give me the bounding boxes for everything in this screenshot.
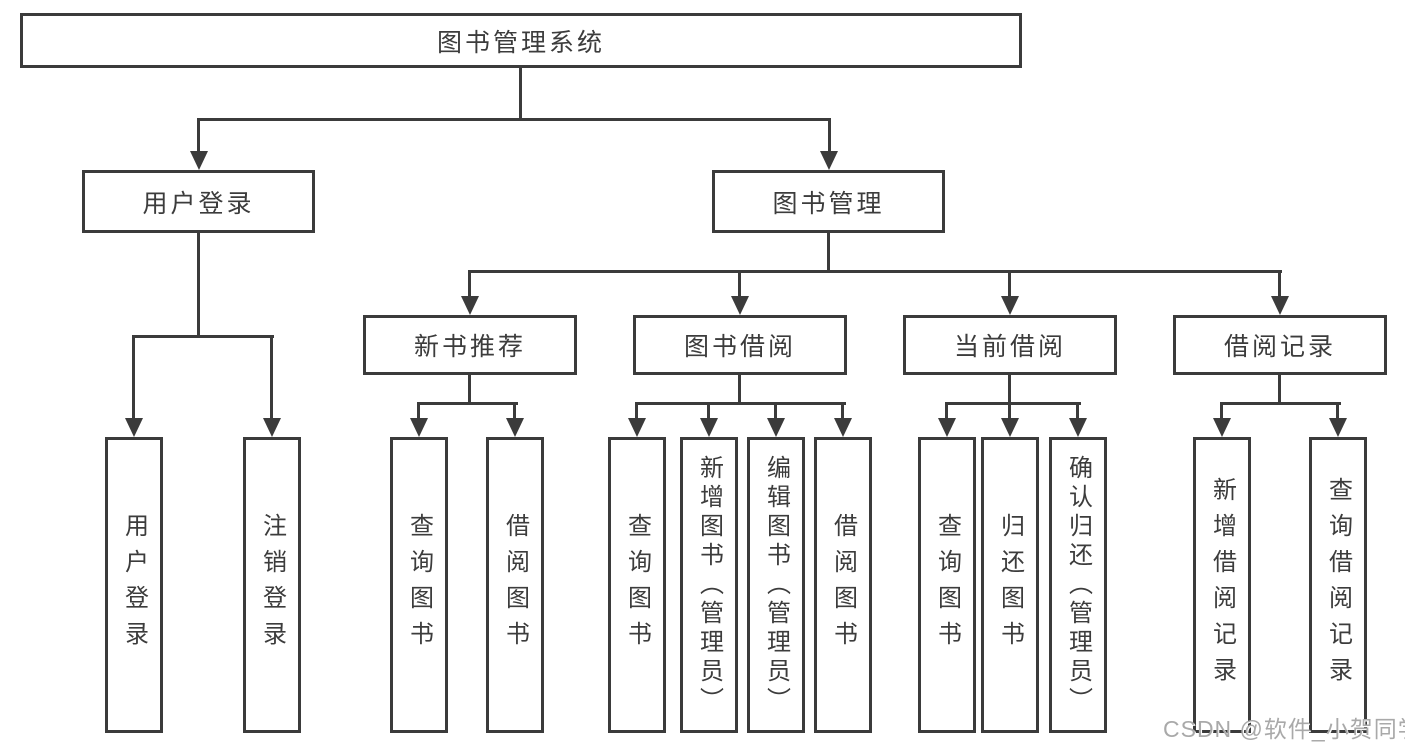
leaf-confirm-return-admin: 确认归还（管理员） bbox=[1049, 437, 1107, 733]
watermark: CSDN @软件_小贺同学 bbox=[1163, 716, 1405, 742]
leaf-borrow-books-borrowing: 借阅图书 bbox=[814, 437, 872, 733]
arrow-down-icon bbox=[628, 418, 646, 437]
arrow-down-icon bbox=[506, 418, 524, 437]
leaf-query-books-borrowing: 查询图书 bbox=[608, 437, 666, 733]
arrow-down-icon bbox=[1001, 296, 1019, 315]
arrow-down-icon bbox=[125, 418, 143, 437]
connector-line bbox=[635, 402, 846, 405]
connector-line bbox=[827, 233, 830, 270]
arrow-down-icon bbox=[1069, 418, 1087, 437]
connector-line bbox=[270, 335, 273, 419]
node-book-borrowing: 图书借阅 bbox=[633, 315, 847, 375]
connector-line bbox=[945, 402, 1081, 405]
connector-line bbox=[1278, 270, 1281, 298]
arrow-down-icon bbox=[410, 418, 428, 437]
leaf-edit-books-admin: 编辑图书（管理员） bbox=[747, 437, 805, 733]
connector-line bbox=[197, 118, 200, 152]
arrow-down-icon bbox=[834, 418, 852, 437]
node-new-book-recommend: 新书推荐 bbox=[363, 315, 577, 375]
leaf-add-books-admin: 新增图书（管理员） bbox=[680, 437, 738, 733]
connector-line bbox=[841, 402, 844, 420]
leaf-query-books-current: 查询图书 bbox=[918, 437, 976, 733]
connector-line bbox=[1008, 270, 1011, 298]
connector-line bbox=[519, 68, 522, 120]
leaf-query-borrow-record: 查询借阅记录 bbox=[1309, 437, 1367, 733]
connector-line bbox=[132, 335, 135, 419]
connector-line bbox=[1076, 402, 1079, 420]
leaf-user-login: 用户登录 bbox=[105, 437, 163, 733]
arrow-down-icon bbox=[820, 151, 838, 170]
arrow-down-icon bbox=[731, 296, 749, 315]
connector-line bbox=[417, 402, 518, 405]
node-current-borrowing: 当前借阅 bbox=[903, 315, 1117, 375]
connector-line bbox=[468, 375, 471, 404]
connector-line bbox=[417, 402, 420, 420]
leaf-logout: 注销登录 bbox=[243, 437, 301, 733]
connector-line bbox=[945, 402, 948, 420]
connector-line bbox=[1008, 402, 1011, 420]
connector-line bbox=[1220, 402, 1223, 420]
connector-line bbox=[1336, 402, 1339, 420]
arrow-down-icon bbox=[1213, 418, 1231, 437]
connector-line bbox=[738, 375, 741, 404]
connector-line bbox=[513, 402, 516, 420]
connector-line bbox=[828, 118, 831, 152]
arrow-down-icon bbox=[700, 418, 718, 437]
leaf-borrow-books-recommend: 借阅图书 bbox=[486, 437, 544, 733]
connector-line bbox=[635, 402, 638, 420]
arrow-down-icon bbox=[1001, 418, 1019, 437]
arrow-down-icon bbox=[263, 418, 281, 437]
arrow-down-icon bbox=[938, 418, 956, 437]
leaf-return-books: 归还图书 bbox=[981, 437, 1039, 733]
node-book-management: 图书管理 bbox=[712, 170, 945, 233]
connector-line bbox=[707, 402, 710, 420]
arrow-down-icon bbox=[190, 151, 208, 170]
node-borrowing-records: 借阅记录 bbox=[1173, 315, 1387, 375]
arrow-down-icon bbox=[767, 418, 785, 437]
leaf-query-books-recommend: 查询图书 bbox=[390, 437, 448, 733]
node-library-system: 图书管理系统 bbox=[20, 13, 1022, 68]
arrow-down-icon bbox=[1329, 418, 1347, 437]
connector-line bbox=[774, 402, 777, 420]
leaf-add-borrow-record: 新增借阅记录 bbox=[1193, 437, 1251, 733]
connector-line bbox=[738, 270, 741, 298]
connector-line bbox=[197, 118, 831, 121]
arrow-down-icon bbox=[461, 296, 479, 315]
connector-line bbox=[468, 270, 1282, 273]
connector-line bbox=[1220, 402, 1341, 405]
connector-line bbox=[132, 335, 274, 338]
connector-line bbox=[197, 233, 200, 335]
connector-line bbox=[468, 270, 471, 298]
arrow-down-icon bbox=[1271, 296, 1289, 315]
connector-line bbox=[1008, 375, 1011, 404]
connector-line bbox=[1278, 375, 1281, 404]
node-user-login: 用户登录 bbox=[82, 170, 315, 233]
